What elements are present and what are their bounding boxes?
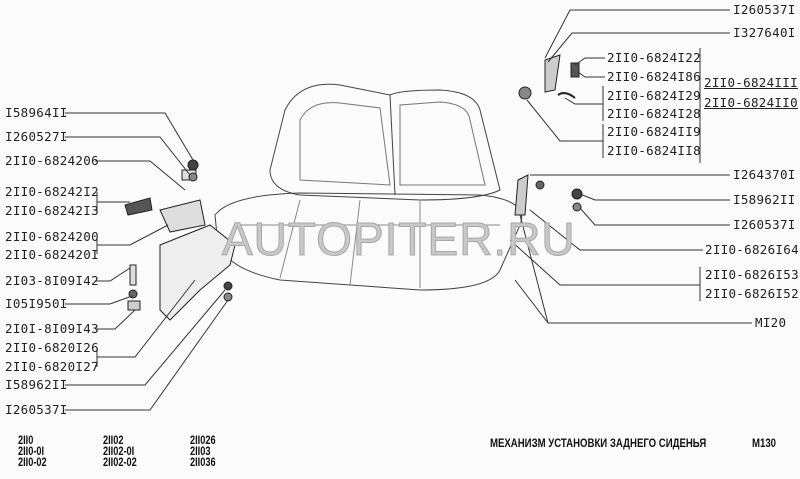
model: 2II0-02 [18, 457, 47, 469]
part-label: I58962II [5, 377, 68, 392]
part-label: 2II0-6824II0 [704, 95, 798, 110]
part-label: I327640I [733, 25, 796, 40]
model-column: 2II026 2II03 2II036 [190, 435, 216, 469]
part-label: 2II0-6824II9 [607, 124, 701, 139]
model-column: 2II02 2II02-0I 2II02-02 [103, 435, 137, 469]
part-label: 2II0-6824I28 [607, 106, 701, 121]
part-label: 2II0-6826I53 [705, 267, 799, 282]
seat-back [269, 83, 501, 201]
part-label: 2II0-6826I64 [705, 242, 799, 257]
model: 2II0 [18, 435, 34, 447]
part-label: 2II0-6824II8 [607, 143, 701, 158]
part-label: MI20 [755, 315, 787, 330]
diagram-title: МЕХАНИЗМ УСТАНОВКИ ЗАДНЕГО СИДЕНЬЯ [490, 436, 707, 450]
diagram-code: M130 [752, 436, 777, 450]
part-label: 2II0-6820I26 [5, 340, 99, 355]
model: 2II0-0I [18, 446, 45, 458]
part-label: 2I0I-8I09I43 [5, 321, 99, 336]
part-label: 2II0-6824I22 [607, 50, 701, 65]
part-label: 2II0-6824200 [5, 229, 99, 244]
model: 2II02-0I [103, 446, 135, 458]
part-label: 2II0-682420I [5, 247, 99, 262]
part-label: I58964II [5, 105, 68, 120]
part-label: 2II0-6820I27 [5, 359, 99, 374]
part-label: 2II0-6824206 [5, 153, 99, 168]
leader-lines-right [509, 9, 752, 324]
part-label: I264370I [733, 167, 796, 182]
part-label: I260537I [733, 217, 796, 232]
part-label: 2II0-68242I3 [5, 203, 99, 218]
model: 2II02-02 [103, 457, 137, 469]
model-column: 2II0 2II0-0I 2II0-02 [18, 435, 47, 469]
part-label: I260537I [5, 402, 68, 417]
part-label: I260527I [5, 129, 68, 144]
part-label: I05I950I [5, 296, 68, 311]
part-label: I58962II [733, 192, 796, 207]
part-label: 2II0-6824III [704, 75, 798, 90]
model: 2II026 [190, 435, 216, 447]
part-label: I260537I [733, 2, 796, 17]
part-label: 2II0-6826I52 [705, 286, 799, 301]
part-label: 2II0-6824I29 [607, 88, 701, 103]
part-label: 2II0-6824I86 [607, 69, 701, 84]
part-label: 2II0-68242I2 [5, 184, 99, 199]
left-hinge-parts [124, 159, 236, 321]
watermark: AUTOPITER.RU [222, 213, 576, 266]
model: 2II036 [190, 457, 216, 469]
seat-cushion [214, 192, 522, 291]
model: 2II03 [190, 446, 211, 458]
right-hinge-parts [514, 54, 583, 216]
model: 2II02 [103, 435, 124, 447]
leader-lines-left [65, 112, 229, 411]
part-label: 2I03-8I09I42 [5, 273, 99, 288]
